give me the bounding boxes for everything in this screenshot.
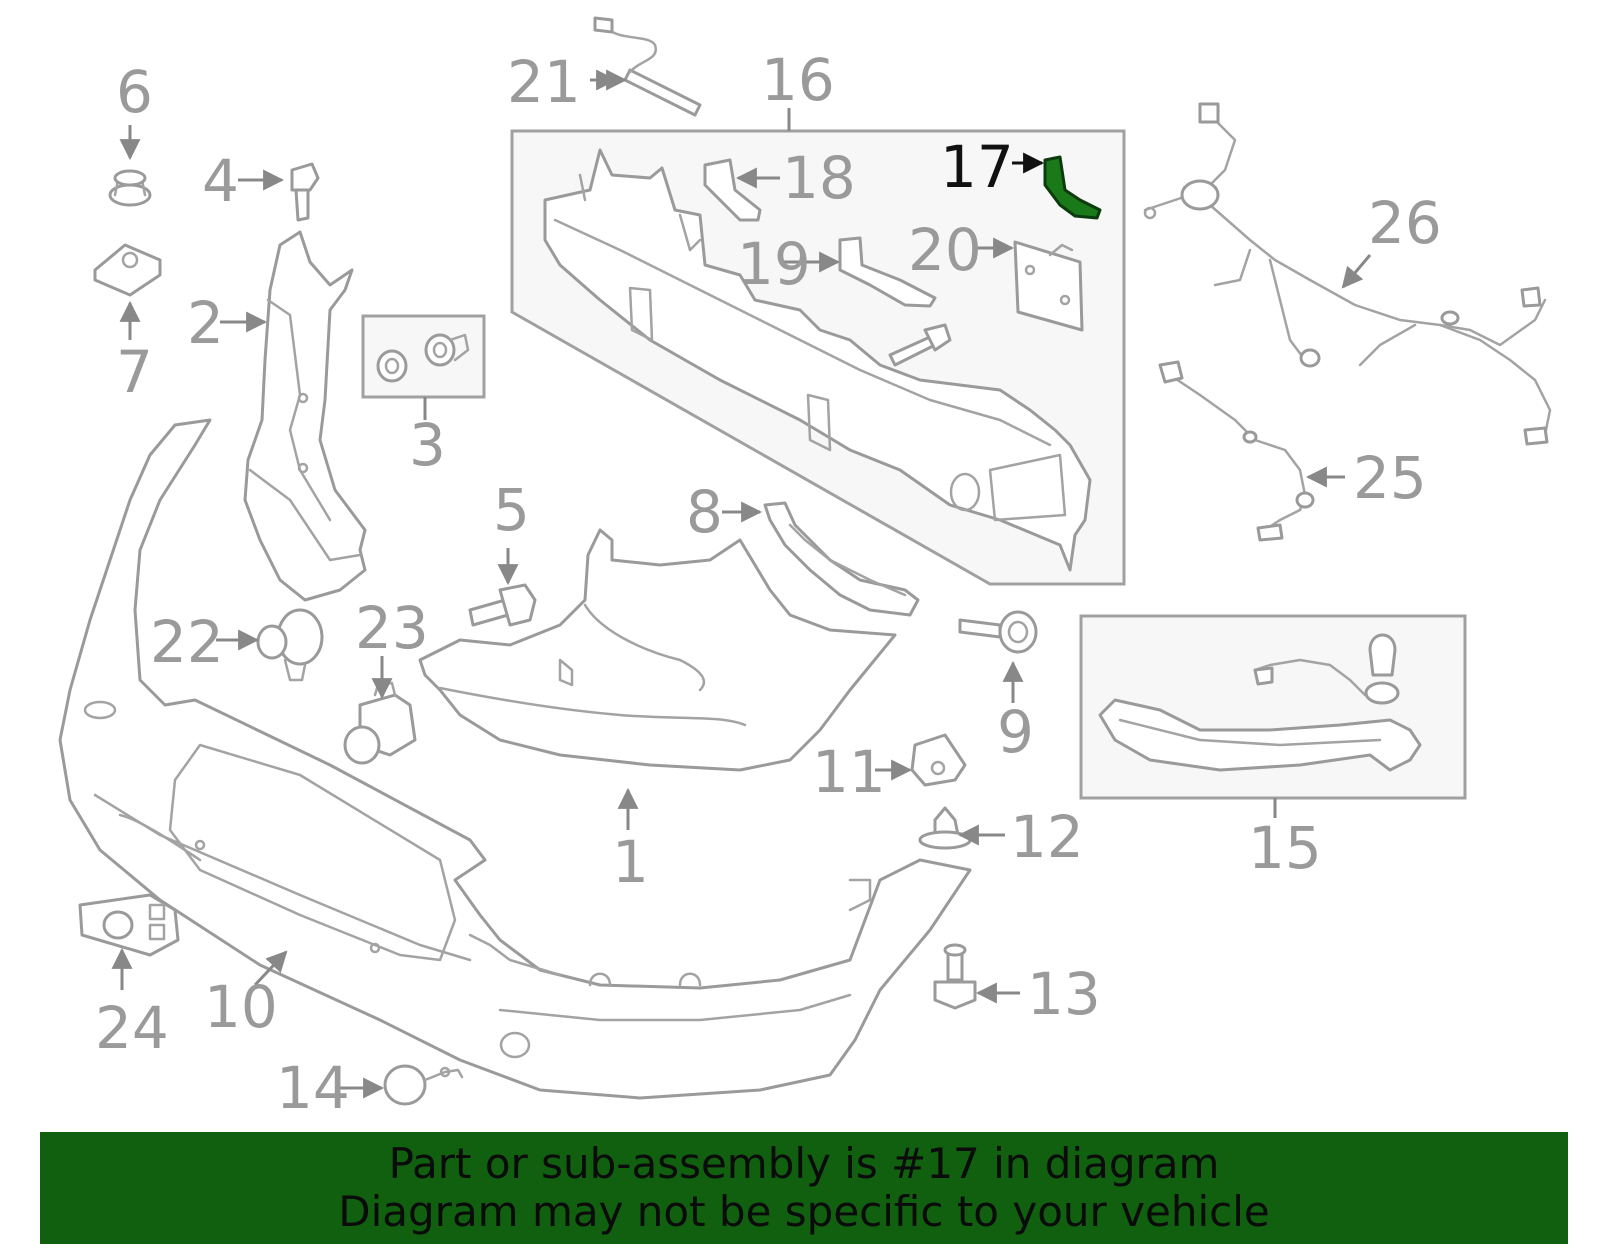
callout-9: 9 [997,698,1034,766]
callout-1: 1 [612,828,649,896]
callout-6: 6 [116,58,153,126]
part-22-parking-sensor [256,608,324,682]
callout-23: 23 [355,594,429,662]
part-25-wiring-harness [1158,360,1315,542]
callout-16: 16 [761,46,835,114]
callout-13: 13 [1027,960,1101,1028]
part-19-bracket [838,236,937,308]
part-12-push-clip [918,806,972,850]
part-4-bolt [290,162,320,222]
callout-labels: 1 2 3 4 5 6 7 8 9 10 11 12 13 14 15 16 1… [95,46,1442,1122]
part-15-fog-lamp-box [1079,614,1467,818]
part-14-plug [383,1064,464,1106]
callout-7: 7 [116,338,153,406]
callout-14: 14 [276,1054,350,1122]
part-3-kit-box [361,314,486,420]
callout-17-highlighted: 17 [940,133,1014,201]
part-9-bolt [958,610,1038,654]
footer-part-note: Part or sub-assembly is #17 in diagram [388,1139,1220,1188]
part-20-sensor-plate [1013,240,1084,332]
callout-15: 15 [1248,814,1322,882]
callout-26: 26 [1368,189,1442,257]
callout-20: 20 [908,216,982,284]
part-5-bolt [468,583,537,627]
callout-25: 25 [1353,444,1427,512]
part-18-bracket [703,158,762,222]
callout-5: 5 [493,476,530,544]
callout-11: 11 [812,738,886,806]
part-6-clip [108,169,152,207]
footer-banner: Part or sub-assembly is #17 in diagram D… [40,1132,1568,1244]
part-7-nut-clip [93,243,162,297]
part-1-bumper-cover-upper [418,528,897,772]
part-13-bolt [933,943,977,1010]
part-10-lower-bumper-fascia [58,418,972,1100]
leader-arrows [111,69,1372,1099]
callout-24: 24 [95,994,169,1062]
part-8-retainer-strip [763,501,920,617]
footer-disclaimer: Diagram may not be specific to your vehi… [338,1187,1270,1236]
callout-12: 12 [1010,803,1084,871]
callout-10: 10 [204,973,278,1041]
part-17-bracket-highlighted [1043,155,1102,220]
beam-bolt [888,323,952,367]
part-26-wiring-harness [1143,102,1552,446]
callout-8: 8 [686,478,723,546]
part-11-clip [910,733,967,787]
part-21-sensor [593,16,702,117]
callout-2: 2 [187,289,224,357]
part-16-reinforcement-beam [543,148,1092,572]
part-24-sensor-bracket [78,893,180,957]
callout-22: 22 [150,608,224,676]
callout-21: 21 [507,48,581,116]
callout-3: 3 [409,411,446,479]
callout-4: 4 [202,147,239,215]
callout-19: 19 [737,230,811,298]
part-23-parking-sensor [343,681,417,765]
callout-18: 18 [782,144,856,212]
part-2-side-bracket [243,230,367,602]
